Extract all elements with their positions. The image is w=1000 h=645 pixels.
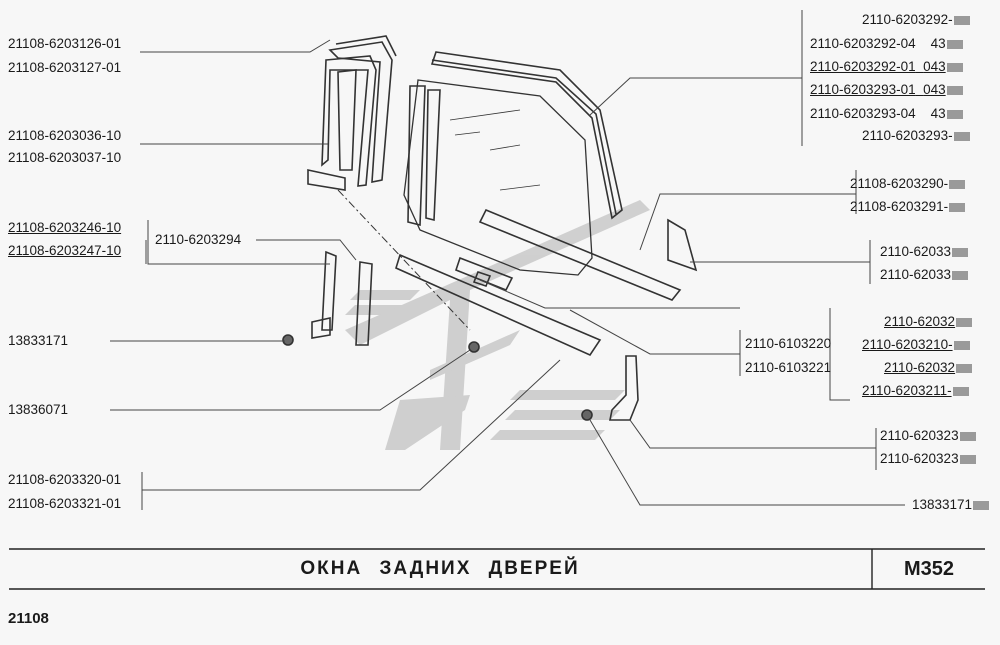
part-label-r14: 2110-6203210- xyxy=(862,337,970,353)
part-label-r1: 2110-6203292- xyxy=(862,12,970,28)
part-label-l2: 21108-6203127-01 xyxy=(8,60,122,75)
part-label-r3: 2110-6203292-01 043 xyxy=(810,59,963,75)
part-label-r8: 21108-6203291- xyxy=(850,199,966,215)
part-label-r4: 2110-6203293-01 043 xyxy=(810,82,963,98)
part-label-r11: 2110-6103220 xyxy=(745,336,832,351)
part-label-l5: 21108-6203246-10 xyxy=(8,220,122,235)
part-label-l9: 13836071 xyxy=(8,402,69,417)
part-label-r16: 2110-6203211- xyxy=(862,383,969,399)
part-label-r7: 21108-6203290- xyxy=(850,176,966,192)
part-label-l11: 21108-6203321-01 xyxy=(8,496,122,511)
part-label-r17: 2110-620323 xyxy=(880,428,976,444)
page-code: М352 xyxy=(903,558,955,580)
part-label-l4: 21108-6203037-10 xyxy=(8,150,122,165)
part-label-l1: 21108-6203126-01 xyxy=(8,36,122,51)
part-label-l3: 21108-6203036-10 xyxy=(8,128,122,143)
part-label-r15: 2110-62032 xyxy=(884,360,973,376)
part-label-l10: 21108-6203320-01 xyxy=(8,472,122,487)
model-number: 21108 xyxy=(8,610,49,627)
sheet-title: ОКНА ЗАДНИХ ДВЕРЕЙ xyxy=(300,558,580,579)
part-label-r13: 2110-62032 xyxy=(884,314,973,330)
part-label-r19: 13833171 xyxy=(912,497,990,513)
part-label-r10: 2110-62033 xyxy=(880,267,969,283)
part-label-r6: 2110-6203293- xyxy=(862,128,970,144)
part-label-r5: 2110-6203293-04 43 xyxy=(810,106,963,122)
part-label-l8: 13833171 xyxy=(8,333,69,348)
part-label-r9: 2110-62033 xyxy=(880,244,969,260)
part-label-l7: 2110-6203294 xyxy=(155,232,242,247)
part-label-r18: 2110-620323 xyxy=(880,451,976,467)
part-label-l6: 21108-6203247-10 xyxy=(8,243,122,258)
part-label-r2: 2110-6203292-04 43 xyxy=(810,36,963,52)
watermark-logo xyxy=(345,200,650,450)
part-label-r12: 2110-6103221 xyxy=(745,360,832,375)
